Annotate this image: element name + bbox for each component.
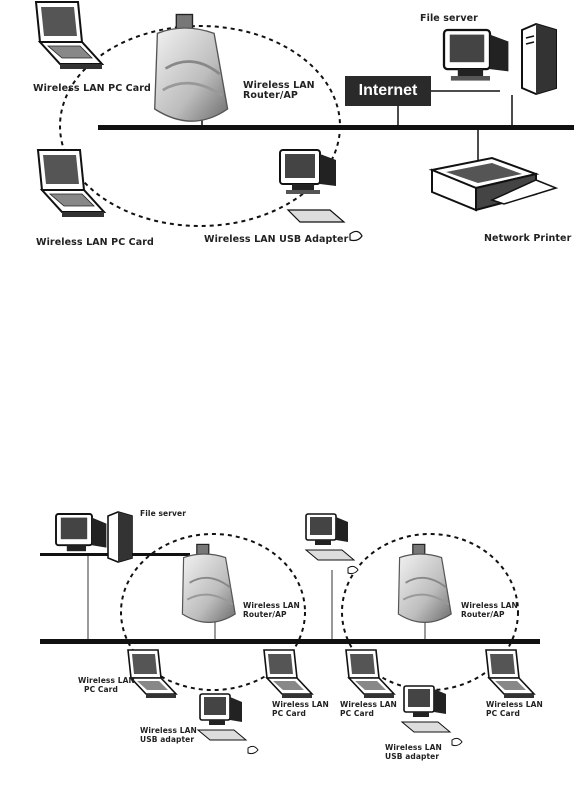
file-server-icon — [442, 28, 510, 82]
file-server-icon-2 — [55, 513, 108, 553]
usb-adapter-label: Wireless LAN USB Adapter — [204, 234, 349, 245]
network-diagram-single-ap: Internet File server Wireless LAN Router… — [0, 0, 588, 255]
internet-cloud: Internet — [345, 76, 431, 106]
pccard-top-label: Wireless LAN PC Card — [33, 83, 151, 94]
server-tower-icon-2 — [107, 511, 133, 563]
pccard-bottom-label: Wireless LAN PC Card — [36, 237, 154, 248]
desktop-pc-icon — [279, 149, 337, 195]
file-server-label-2: File server — [140, 509, 186, 518]
network-printer-icon — [428, 156, 559, 212]
laptop-2-icon — [263, 649, 313, 699]
diagram1-graphics — [35, 1, 574, 242]
pc1-label-line2: PC Card — [84, 685, 118, 694]
ethernet-backbone-2 — [40, 639, 540, 644]
desktop-usb-right-icon — [403, 685, 447, 718]
diagram2-graphics — [40, 511, 540, 755]
access-point-icon — [153, 13, 229, 123]
pc2-label-line2: PC Card — [272, 709, 306, 718]
access-point-left-icon — [181, 543, 237, 624]
router-label-line1: Wireless LAN — [243, 80, 315, 91]
keyboard-icon — [286, 209, 346, 223]
router-left-line1: Wireless LAN — [243, 601, 300, 610]
pc3-label-line1: Wireless LAN — [340, 700, 397, 709]
laptop-top-icon — [35, 1, 103, 70]
pc2-label-line1: Wireless LAN — [272, 700, 329, 709]
router-left-line2: Router/AP — [243, 610, 287, 619]
usb-right-label-line2: USB adapter — [385, 752, 440, 761]
server-tower-icon — [521, 23, 557, 95]
pc4-label-line2: PC Card — [486, 709, 520, 718]
router-right-line2: Router/AP — [461, 610, 505, 619]
internet-label: Internet — [358, 82, 418, 99]
access-point-right-icon — [397, 543, 453, 624]
router-right-line1: Wireless LAN — [461, 601, 518, 610]
desktop-top-icon — [305, 513, 349, 546]
pc4-label-line1: Wireless LAN — [486, 700, 543, 709]
usb-right-label-line1: Wireless LAN — [385, 743, 442, 752]
laptop-3-icon — [345, 649, 395, 699]
laptop-4-icon — [485, 649, 535, 699]
network-diagram-dual-ap: File server Wireless LAN Router/AP Wirel… — [0, 500, 588, 788]
usb-left-label-line1: Wireless LAN — [140, 726, 197, 735]
usb-left-label-line2: USB adapter — [140, 735, 195, 744]
laptop-1-icon — [127, 649, 177, 699]
ethernet-backbone — [98, 125, 574, 130]
pc3-label-line2: PC Card — [340, 709, 374, 718]
router-label-line2: Router/AP — [243, 90, 298, 101]
usb-adapter-icon — [349, 230, 363, 242]
laptop-bottom-icon — [37, 149, 105, 218]
wireless-ring-left — [120, 533, 306, 691]
desktop-usb-left-icon — [199, 693, 243, 726]
pc1-label-line1: Wireless LAN — [78, 676, 135, 685]
file-server-label: File server — [420, 13, 478, 24]
printer-label: Network Printer — [484, 233, 572, 244]
